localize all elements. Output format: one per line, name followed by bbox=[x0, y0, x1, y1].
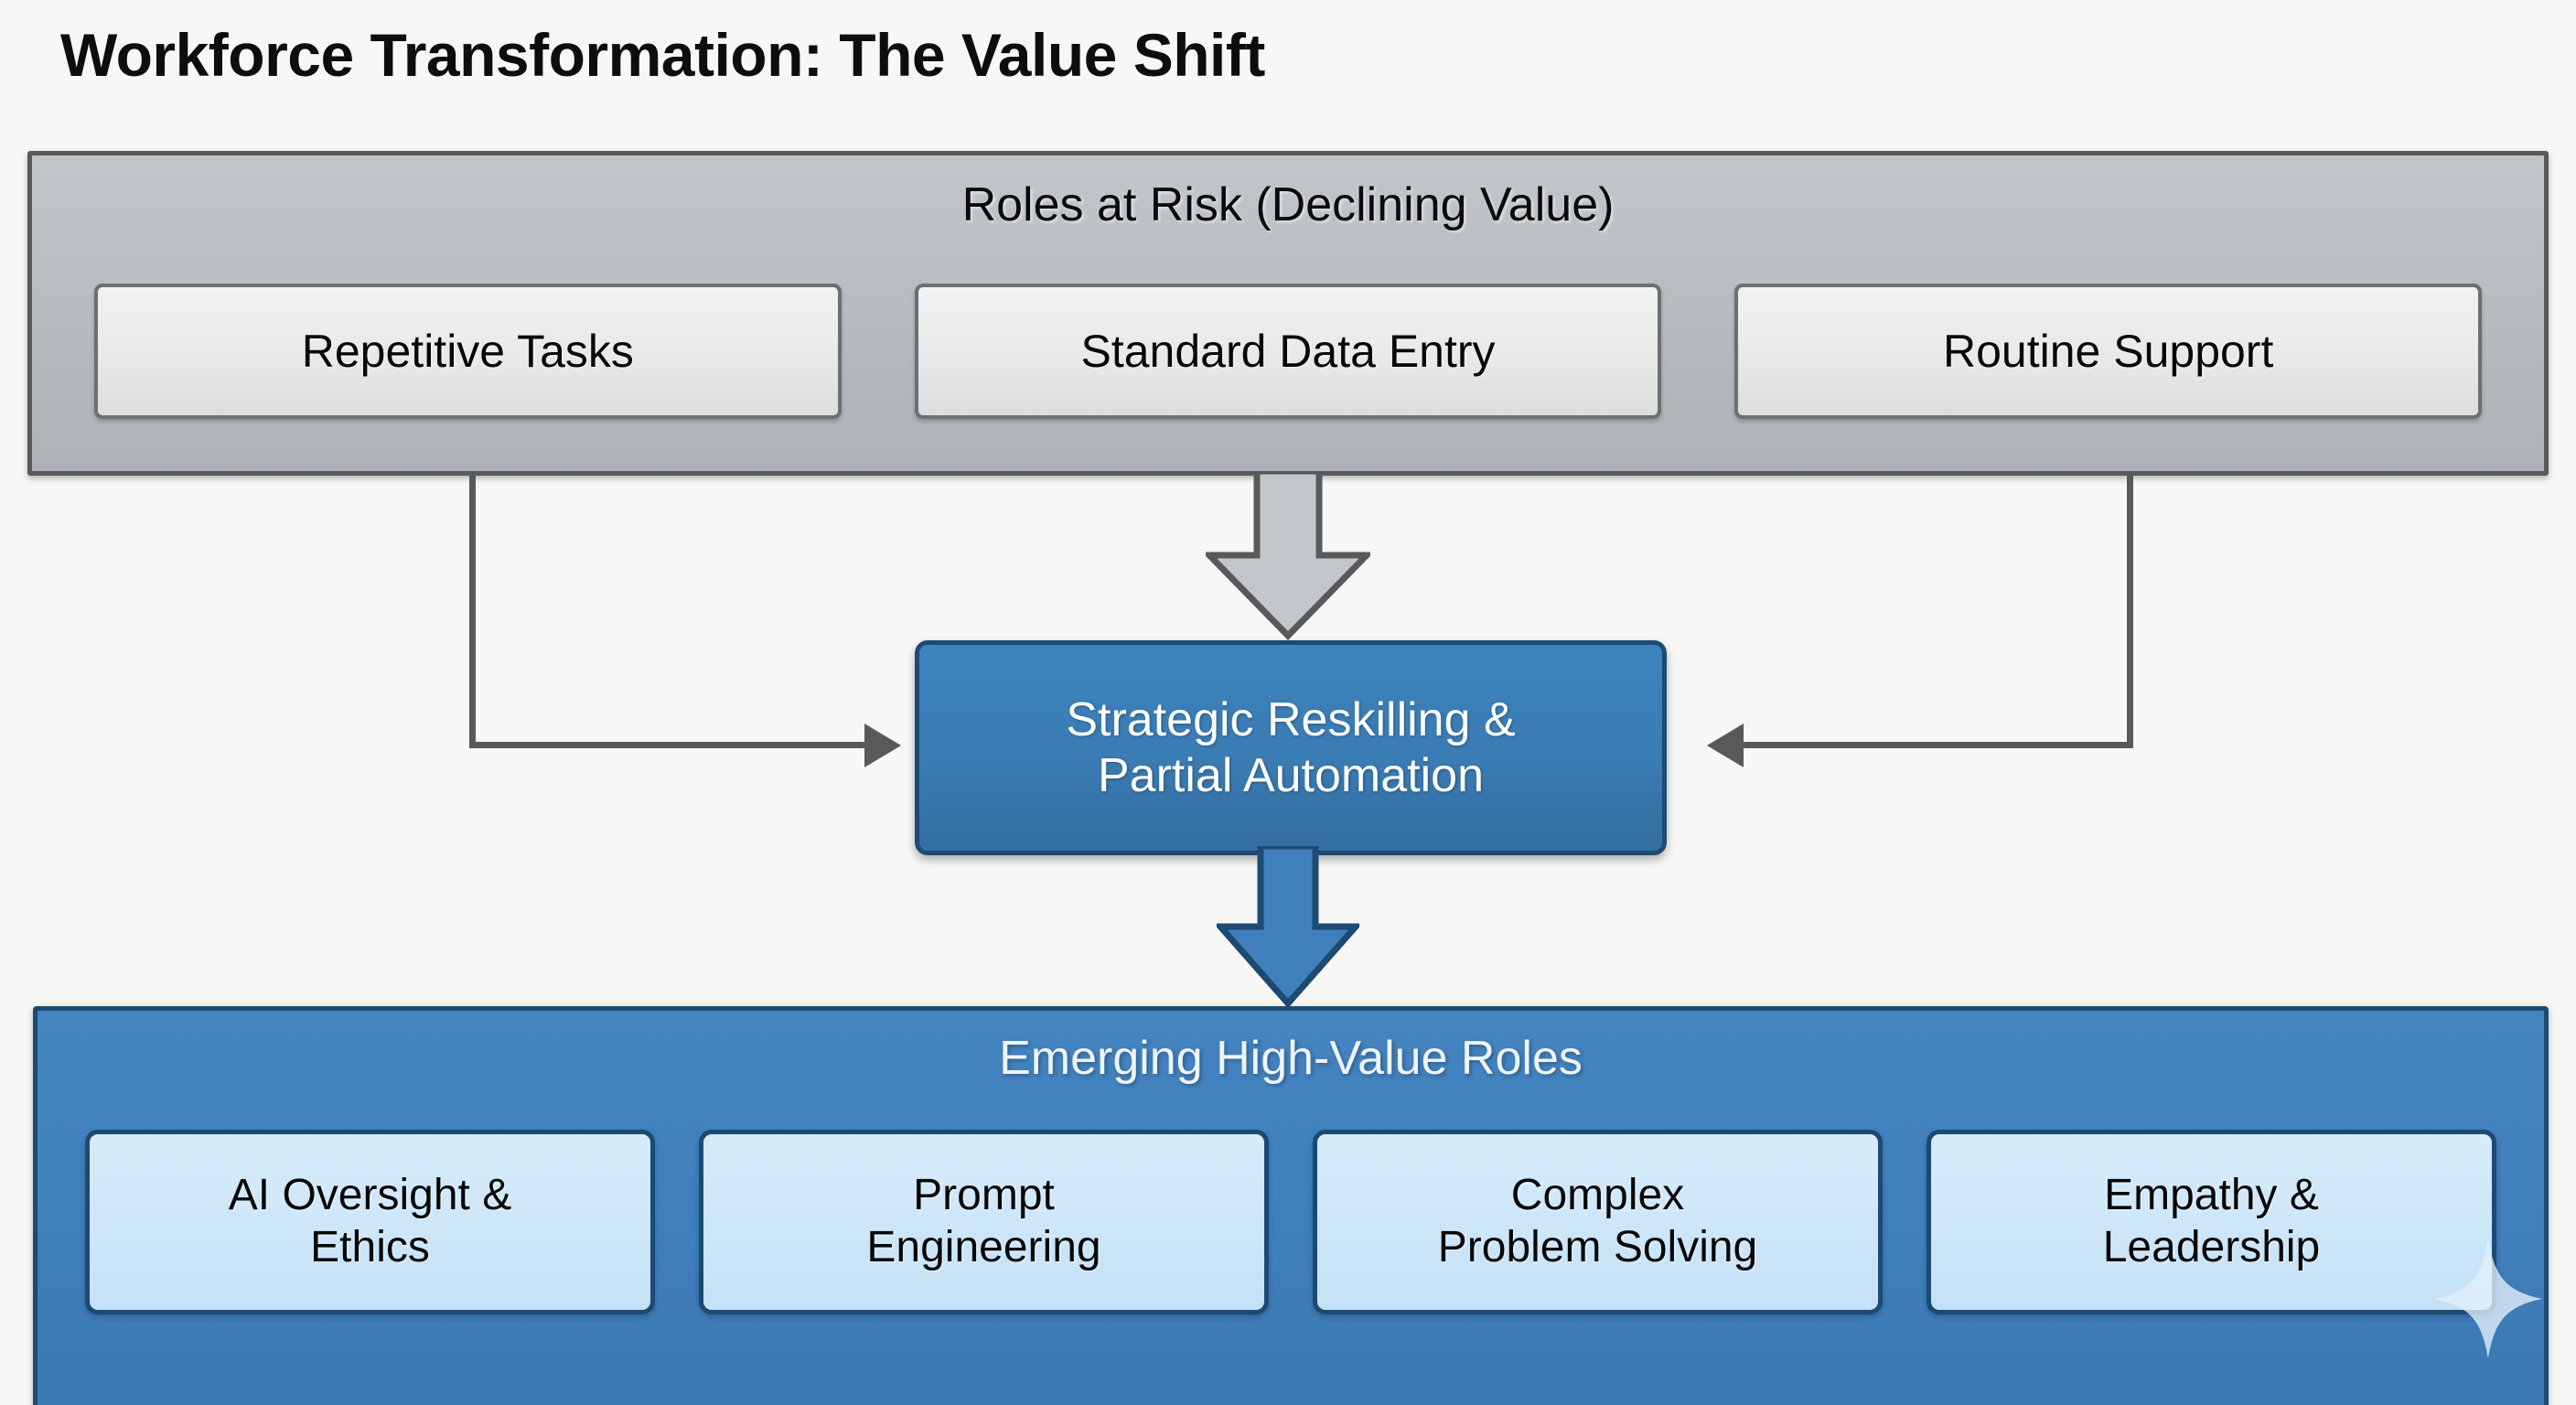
emerging-box-ai-oversight-ethics[interactable]: AI Oversight & Ethics bbox=[85, 1130, 655, 1314]
emerging-box-prompt-engineering[interactable]: Prompt Engineering bbox=[699, 1130, 1269, 1314]
emerging-box-1-line-1: AI Oversight & bbox=[228, 1171, 512, 1220]
risk-box-standard-data-entry[interactable]: Standard Data Entry bbox=[914, 284, 1662, 419]
emerging-box-3-line-1: Complex bbox=[1510, 1171, 1685, 1220]
left-connector-vertical-segment bbox=[469, 474, 476, 745]
down-block-arrow-blue-icon bbox=[1217, 846, 1359, 1009]
center-node-line-1: Strategic Reskilling & bbox=[1066, 693, 1516, 747]
emerging-box-4-line-2: Leadership bbox=[2102, 1223, 2321, 1271]
emerging-box-1-line-2: Ethics bbox=[310, 1223, 430, 1271]
center-node-line-2: Partial Automation bbox=[1097, 748, 1485, 802]
roles-at-risk-panel: Roles at Risk (Declining Value) Repetiti… bbox=[27, 151, 2549, 476]
roles-at-risk-box-row: Repetitive Tasks Standard Data Entry Rou… bbox=[94, 284, 2483, 419]
emerging-box-2-line-2: Engineering bbox=[866, 1223, 1101, 1271]
emerging-box-2-line-1: Prompt bbox=[913, 1171, 1055, 1220]
strategic-reskilling-node[interactable]: Strategic Reskilling & Partial Automatio… bbox=[915, 640, 1667, 855]
right-connector-horizontal-segment bbox=[1741, 742, 2133, 748]
risk-box-repetitive-tasks[interactable]: Repetitive Tasks bbox=[94, 284, 842, 419]
emerging-box-complex-problem-solving[interactable]: Complex Problem Solving bbox=[1313, 1130, 1883, 1314]
left-connector-horizontal-segment bbox=[469, 742, 867, 748]
left-connector-arrowhead-icon bbox=[864, 724, 901, 767]
risk-box-routine-support[interactable]: Routine Support bbox=[1734, 284, 2483, 419]
emerging-box-4-line-1: Empathy & bbox=[2104, 1171, 2319, 1220]
right-connector-vertical-segment bbox=[2127, 474, 2133, 745]
emerging-box-empathy-leadership[interactable]: Empathy & Leadership bbox=[1927, 1130, 2496, 1314]
down-block-arrow-gray-icon bbox=[1206, 471, 1370, 640]
emerging-roles-box-row: AI Oversight & Ethics Prompt Engineering… bbox=[85, 1130, 2496, 1314]
emerging-high-value-roles-panel: Emerging High-Value Roles AI Oversight &… bbox=[33, 1006, 2549, 1405]
emerging-roles-heading: Emerging High-Value Roles bbox=[999, 1032, 1583, 1085]
roles-at-risk-heading: Roles at Risk (Declining Value) bbox=[961, 178, 1615, 231]
right-connector-arrowhead-icon bbox=[1707, 724, 1744, 767]
emerging-box-3-line-2: Problem Solving bbox=[1437, 1223, 1758, 1271]
page-title: Workforce Transformation: The Value Shif… bbox=[60, 21, 1265, 89]
